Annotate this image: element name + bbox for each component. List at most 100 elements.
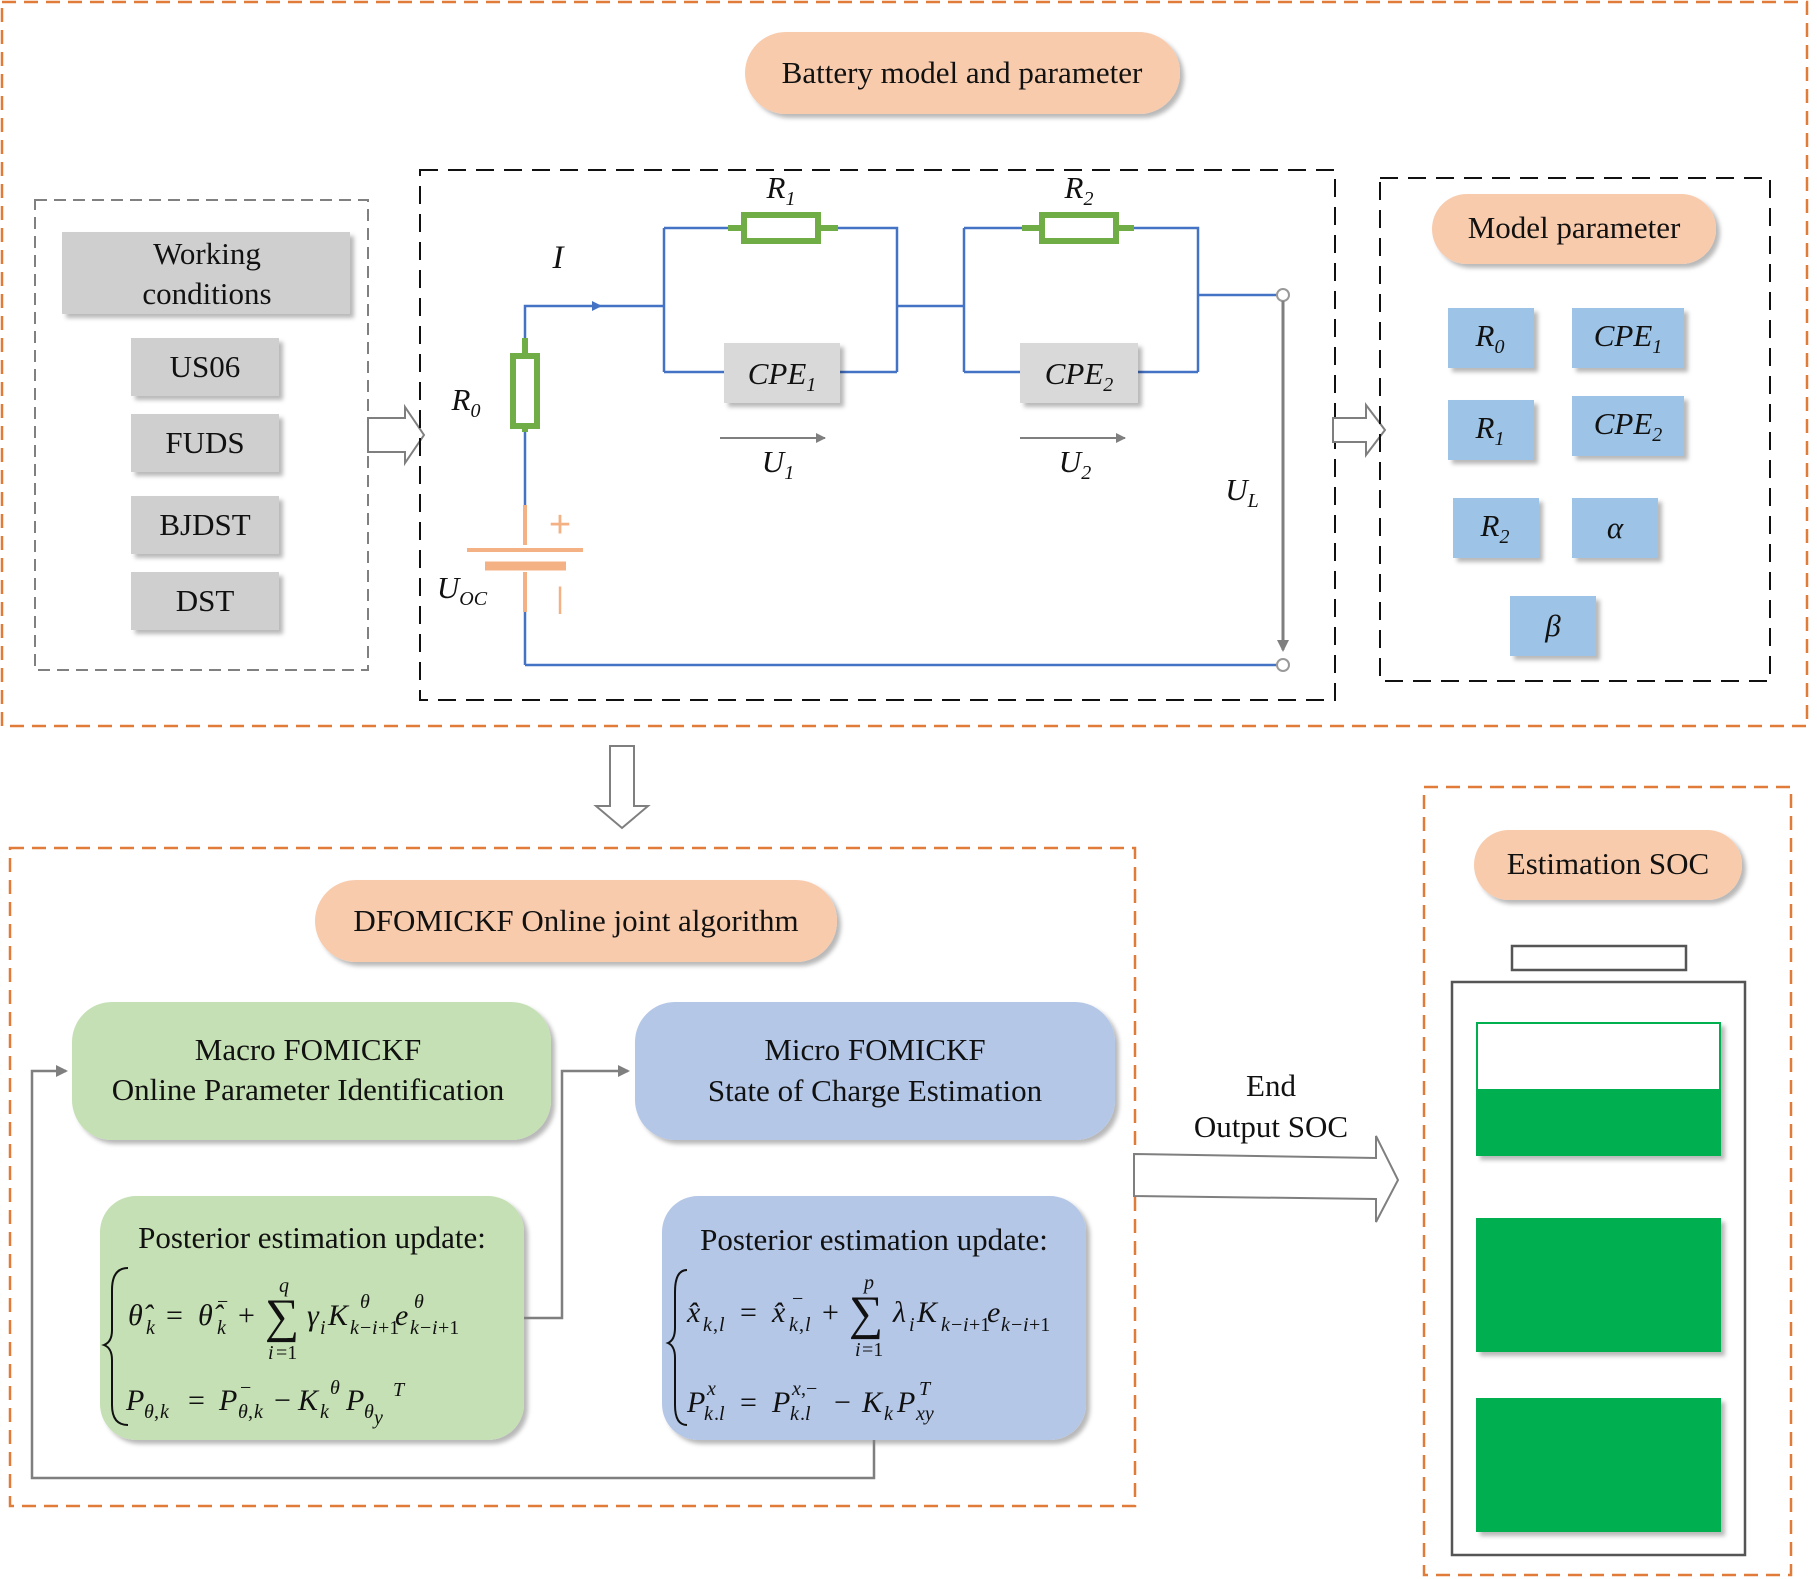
param-r1: R1 bbox=[1448, 400, 1534, 460]
svg-text:Online Parameter Identificatio: Online Parameter Identification bbox=[112, 1072, 505, 1107]
svg-text:P: P bbox=[218, 1384, 237, 1417]
micro-posterior-box: Posterior estimation update: x̂ k,l = x̂… bbox=[662, 1196, 1086, 1440]
cpe2-box bbox=[1020, 343, 1138, 403]
param-beta: β bbox=[1510, 596, 1596, 656]
terminal-top bbox=[1276, 288, 1290, 302]
hollow-arrow-right-2 bbox=[1332, 402, 1387, 458]
cpe1-box bbox=[724, 343, 840, 403]
condition-bjdst[interactable]: BJDST bbox=[131, 496, 279, 554]
svg-text:R0: R0 bbox=[1475, 318, 1505, 358]
output-soc-arrow bbox=[1133, 1135, 1400, 1223]
svg-text:R2: R2 bbox=[1480, 508, 1510, 548]
svg-text:k: k bbox=[410, 1317, 420, 1339]
svg-text:k: k bbox=[160, 1401, 170, 1423]
svg-text:Posterior estimation update:: Posterior estimation update: bbox=[700, 1222, 1048, 1257]
svg-text:−: − bbox=[420, 1317, 431, 1339]
svg-text:+1: +1 bbox=[438, 1317, 459, 1339]
svg-text:P: P bbox=[345, 1384, 364, 1417]
svg-text:e: e bbox=[395, 1299, 408, 1332]
svg-text:i: i bbox=[432, 1317, 438, 1339]
svg-text:θ: θ bbox=[330, 1377, 340, 1399]
svg-text:θ: θ bbox=[364, 1401, 374, 1423]
svg-text:+1: +1 bbox=[378, 1317, 399, 1339]
macro-to-micro-connector bbox=[524, 1065, 630, 1320]
svg-text:|: | bbox=[556, 582, 564, 615]
condition-us06[interactable]: US06 bbox=[131, 338, 279, 396]
svg-text:K: K bbox=[861, 1386, 884, 1419]
svg-text:=: = bbox=[740, 1386, 757, 1419]
svg-text:λ: λ bbox=[892, 1296, 906, 1329]
svg-text:∑: ∑ bbox=[265, 1290, 299, 1343]
ul-label: UL bbox=[1225, 472, 1259, 512]
svg-text:β: β bbox=[1544, 608, 1561, 643]
svg-text:l: l bbox=[719, 1314, 725, 1336]
svg-text:R1: R1 bbox=[1475, 410, 1505, 450]
svg-text:+: + bbox=[822, 1296, 839, 1329]
battery-icon bbox=[1450, 944, 1747, 1557]
svg-text:x̂: x̂ bbox=[771, 1296, 786, 1329]
svg-text:DST: DST bbox=[176, 583, 235, 618]
soc-section bbox=[1422, 785, 1793, 1577]
svg-text:i: i bbox=[320, 1317, 326, 1339]
svg-text:k: k bbox=[320, 1401, 330, 1423]
svg-text:q: q bbox=[279, 1275, 289, 1297]
terminal-bottom bbox=[1276, 658, 1290, 672]
u1-label: U1 bbox=[762, 444, 794, 484]
svg-text:K: K bbox=[327, 1299, 350, 1332]
svg-text:=: = bbox=[740, 1296, 757, 1329]
svg-text:γ: γ bbox=[307, 1299, 320, 1332]
svg-text:i: i bbox=[909, 1314, 915, 1336]
svg-text:−: − bbox=[360, 1317, 371, 1339]
svg-text:−: − bbox=[217, 1291, 228, 1313]
condition-dst[interactable]: DST bbox=[131, 572, 279, 630]
soc-cell-fill-1 bbox=[1477, 1089, 1720, 1155]
hollow-arrow-right-1 bbox=[367, 403, 426, 467]
algorithm-title: DFOMICKF Online joint algorithm bbox=[353, 903, 798, 938]
svg-text:k: k bbox=[884, 1403, 894, 1425]
svg-text:+: + bbox=[238, 1299, 255, 1332]
svg-text:CPE2: CPE2 bbox=[1594, 406, 1663, 446]
working-conditions-header: Working conditions bbox=[62, 232, 350, 314]
svg-text:=: = bbox=[166, 1299, 183, 1332]
svg-text:l: l bbox=[805, 1314, 811, 1336]
svg-text:BJDST: BJDST bbox=[159, 507, 250, 542]
svg-text:CPE1: CPE1 bbox=[748, 356, 817, 396]
r2-resistor bbox=[1039, 212, 1119, 244]
algorithm-title-pill: DFOMICKF Online joint algorithm bbox=[315, 880, 837, 962]
battery-model-title: Battery model and parameter bbox=[782, 55, 1143, 90]
param-r0: R0 bbox=[1448, 308, 1534, 368]
svg-text:,: , bbox=[799, 1314, 804, 1336]
micro-fomickf-box: Micro FOMICKF State of Charge Estimation bbox=[635, 1002, 1115, 1140]
svg-text:k: k bbox=[789, 1314, 799, 1336]
svg-text:State of Charge Estimation: State of Charge Estimation bbox=[708, 1073, 1043, 1108]
svg-text:θ: θ bbox=[360, 1291, 370, 1313]
svg-text:.: . bbox=[714, 1403, 719, 1425]
svg-text:Posterior estimation update:: Posterior estimation update: bbox=[138, 1220, 486, 1255]
current-label: I bbox=[552, 240, 566, 276]
macro-posterior-box: Posterior estimation update: θ̂ k = θ̂ k… bbox=[100, 1196, 524, 1440]
battery-model-title-pill: Battery model and parameter bbox=[745, 32, 1180, 114]
theta-update-equation: θ̂ k = θ̂ k − + ∑ q i=1 γ i K θ k−i+1 e … bbox=[128, 1275, 459, 1364]
svg-text:P: P bbox=[686, 1386, 705, 1419]
covariance-update-equation: P x k.l = P x,− k.l − K k P T xy bbox=[686, 1378, 934, 1425]
svg-text:P: P bbox=[896, 1386, 915, 1419]
svg-text:,: , bbox=[154, 1401, 159, 1423]
svg-text:k: k bbox=[703, 1314, 713, 1336]
r1-label: R1 bbox=[766, 170, 796, 210]
svg-text:.: . bbox=[800, 1403, 805, 1425]
svg-text:K: K bbox=[297, 1384, 320, 1417]
r1-resistor bbox=[741, 212, 821, 244]
svg-text:−: − bbox=[792, 1288, 803, 1310]
svg-text:i: i bbox=[1023, 1314, 1029, 1336]
param-alpha: α bbox=[1572, 498, 1658, 558]
svg-text:−: − bbox=[834, 1386, 851, 1419]
svg-text:Macro FOMICKF: Macro FOMICKF bbox=[195, 1032, 421, 1067]
condition-fuds[interactable]: FUDS bbox=[131, 414, 279, 472]
output-soc-label: Output SOC bbox=[1194, 1109, 1348, 1144]
param-cpe2: CPE2 bbox=[1572, 396, 1684, 456]
working-conditions-panel bbox=[34, 199, 369, 671]
svg-text:i: i bbox=[855, 1339, 861, 1361]
svg-text:i: i bbox=[963, 1314, 969, 1336]
